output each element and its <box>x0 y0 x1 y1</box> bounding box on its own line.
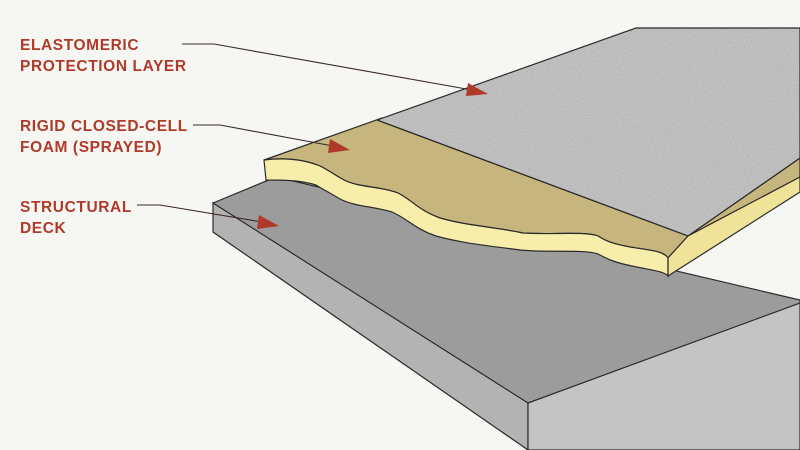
label-structural-deck: STRUCTURAL DECK <box>20 197 132 239</box>
label-rigid-foam: RIGID CLOSED-CELL FOAM (SPRAYED) <box>20 116 188 158</box>
structural-deck <box>211 176 800 450</box>
protection-layer <box>375 27 800 237</box>
label-line: RIGID CLOSED-CELL <box>20 118 188 135</box>
label-line: STRUCTURAL <box>20 199 132 216</box>
label-elastomeric-protection-layer: ELASTOMERIC PROTECTION LAYER <box>20 35 187 77</box>
label-line: PROTECTION LAYER <box>20 58 187 75</box>
arrow-head-foam <box>328 139 350 153</box>
deck-front-face <box>527 302 800 450</box>
label-line: DECK <box>20 220 67 237</box>
label-line: FOAM (SPRAYED) <box>20 139 163 156</box>
arrow-head-protection <box>466 83 488 96</box>
label-line: ELASTOMERIC <box>20 37 140 54</box>
leader-arrow-deck <box>137 204 279 229</box>
foam-front-edge <box>667 176 800 278</box>
leader-arrow-foam <box>193 124 350 153</box>
deck-left-face <box>212 201 529 450</box>
leader-arrow-protection <box>182 43 488 96</box>
arrow-head-deck <box>257 215 279 229</box>
